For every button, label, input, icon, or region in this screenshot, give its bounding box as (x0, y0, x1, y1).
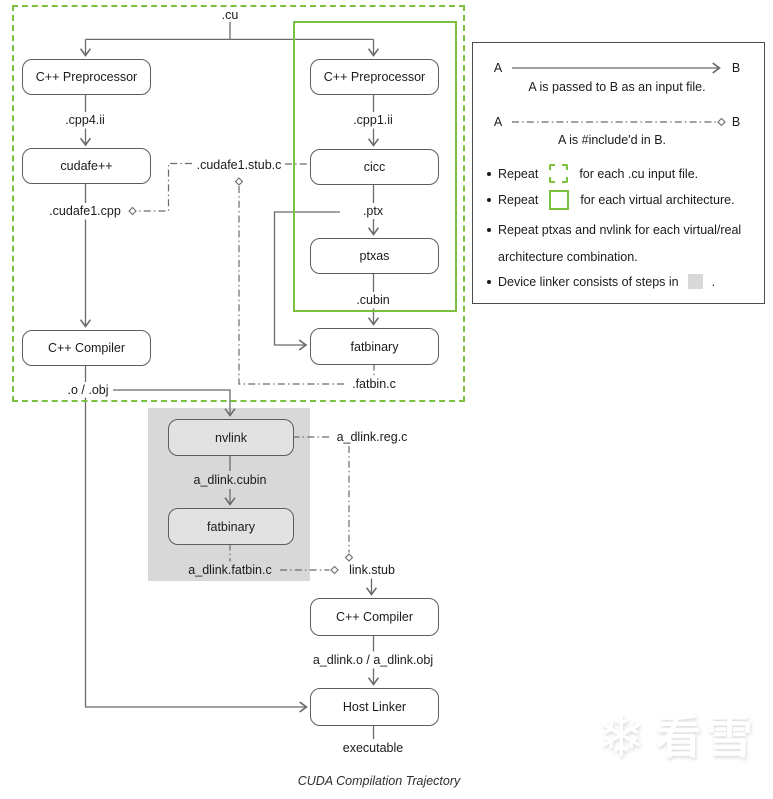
file-label-cubin: .cubin (356, 293, 390, 307)
legend-bullet-cu-input: Repeat for each .cu input file. (487, 164, 698, 183)
file-label-cpp4-ii: .cpp4.ii (65, 113, 105, 127)
legend-bullet-ptxas-nvlink: Repeat ptxas and nvlink for each virtual… (487, 217, 741, 271)
file-label-executable: executable (342, 741, 404, 755)
repeat-per-cu-file-box (12, 5, 465, 402)
file-label-a-dlink-cubin: a_dlink.cubin (193, 473, 267, 487)
legend-passed-b: B (731, 61, 741, 75)
diamond-terminators (128, 117, 726, 575)
legend-bullet-text: . (711, 274, 716, 289)
node-host-linker: Host Linker (310, 688, 439, 726)
legend-bullet-text: Repeat (498, 193, 539, 207)
watermark: ❄ 看雪 (597, 708, 758, 766)
legend-included-a: A (493, 115, 503, 129)
node-cpp-compiler-link: C++ Compiler (310, 598, 439, 636)
legend-bullet-text: Repeat ptxas and nvlink for each virtual… (498, 217, 741, 271)
legend-included-b: B (731, 115, 741, 129)
file-label-cudafe1-stub-c: .cudafe1.stub.c (196, 158, 282, 172)
gray-swatch (687, 274, 703, 289)
watermark-text: 看雪 (655, 711, 758, 763)
file-label-fatbin-c: .fatbin.c (352, 377, 396, 391)
node-fatbinary-device: fatbinary (168, 508, 294, 545)
legend-bullet-text: for each virtual architecture. (580, 193, 735, 207)
legend-bullet-line2: architecture combination. (498, 250, 638, 264)
snowflake-icon: ❄ (597, 704, 646, 769)
file-label-link-stub: link.stub (349, 563, 395, 577)
legend-passed-a: A (493, 61, 503, 75)
node-ptxas: ptxas (310, 238, 439, 274)
bullet-dot (487, 171, 491, 176)
node-cpp-preprocessor-device: C++ Preprocessor (310, 59, 439, 95)
legend-bullet-text: Device linker consists of steps in (498, 274, 679, 289)
bullet-dot (487, 198, 491, 202)
legend-bullet-text: for each .cu input file. (579, 166, 699, 181)
dashed-green-swatch (549, 164, 569, 183)
file-label-cu: .cu (221, 8, 239, 22)
legend-bullet-line1: Repeat ptxas and nvlink for each virtual… (498, 223, 742, 237)
legend-bullet-virtual-arch: Repeat for each virtual architecture. (487, 190, 735, 210)
legend-passed-caption: A is passed to B as an input file. (528, 80, 706, 94)
bullet-dot (487, 279, 491, 284)
file-label-a-dlink-reg-c: a_dlink.reg.c (336, 430, 408, 444)
file-label-a-dlink-fatbin-c: a_dlink.fatbin.c (188, 563, 272, 577)
node-cicc: cicc (310, 149, 439, 185)
legend-bullet-device-linker: Device linker consists of steps in . (487, 274, 715, 289)
file-label-ptx: .ptx (362, 204, 384, 218)
node-cudafe: cudafe++ (22, 148, 151, 184)
file-label-cpp1-ii: .cpp1.ii (353, 113, 393, 127)
solid-lines (84, 22, 375, 739)
bullet-dot (487, 228, 491, 232)
solid-green-swatch (549, 190, 570, 210)
node-cpp-compiler-host: C++ Compiler (22, 330, 151, 366)
legend-included-caption: A is #include'd in B. (557, 133, 667, 147)
repeat-per-virtual-arch-box (293, 21, 457, 312)
node-fatbinary-arch: fatbinary (310, 328, 439, 365)
file-label-o-obj: .o / .obj (67, 383, 109, 397)
node-cpp-preprocessor-host: C++ Preprocessor (22, 59, 151, 95)
legend-box (472, 42, 765, 304)
diagram-caption: CUDA Compilation Trajectory (297, 774, 461, 788)
node-nvlink: nvlink (168, 419, 294, 456)
include-lines (137, 121, 717, 571)
legend-bullet-text: Repeat (498, 166, 539, 181)
file-label-cudafe1-cpp: .cudafe1.cpp (49, 204, 121, 218)
file-label-a-dlink-o-obj: a_dlink.o / a_dlink.obj (312, 653, 434, 667)
